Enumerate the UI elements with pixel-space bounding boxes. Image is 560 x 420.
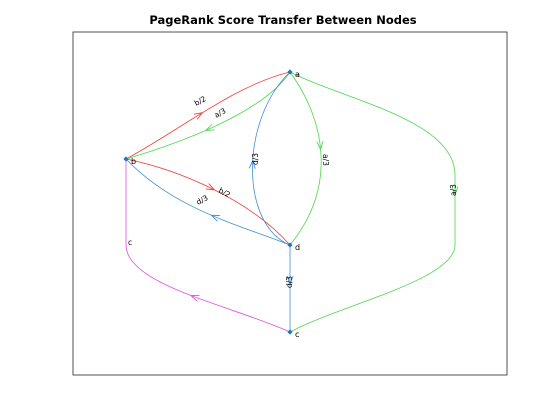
node-b-label: b: [131, 157, 136, 166]
edge-arrowhead: [451, 186, 459, 195]
node-a-marker: [287, 69, 293, 75]
chart-title: PageRank Score Transfer Between Nodes: [149, 13, 416, 27]
edge-label: d/3: [251, 153, 260, 165]
edge-a-to-d: [289, 71, 322, 246]
edge-b-to-a: [125, 71, 291, 160]
edge-arrowhead: [190, 295, 200, 302]
plot-frame: [72, 31, 508, 376]
edge-layer: b/2 a/3 a/3 a/3 b/2 d/3 d/3 d/3 c: [125, 71, 459, 333]
edge-arrowhead: [193, 112, 203, 120]
edge-arrowhead: [205, 183, 215, 191]
edge-arrowhead: [248, 160, 256, 169]
node-b-marker: [123, 156, 129, 162]
edge-b-to-d: [125, 158, 291, 246]
edge-arrowhead: [210, 214, 220, 222]
edge-label: a/3: [449, 184, 458, 196]
node-d-marker: [287, 242, 293, 248]
edge-arrowhead: [205, 124, 215, 131]
edge-a-to-b: [125, 71, 291, 160]
node-d-label: d: [295, 243, 300, 252]
edge-c-to-b: [125, 159, 291, 333]
edge-label: d/3: [285, 276, 294, 288]
edge-label: a/3: [321, 154, 330, 166]
node-a-label: a: [295, 70, 300, 79]
node-c-marker: [287, 329, 293, 335]
edge-d-to-b: [125, 158, 291, 246]
edge-arrowhead: [316, 141, 324, 150]
node-c-label: c: [295, 330, 299, 339]
edge-label: a/3: [213, 106, 228, 120]
edge-label: c: [128, 238, 132, 247]
edge-arrowhead: [286, 275, 294, 285]
edge-label: d/3: [195, 193, 210, 207]
edge-label: b/2: [193, 94, 208, 108]
edge-label: b/2: [217, 186, 232, 200]
edge-d-to-a: [252, 71, 291, 246]
node-layer: a b c d: [123, 69, 300, 339]
edge-a-to-c: [289, 71, 456, 333]
